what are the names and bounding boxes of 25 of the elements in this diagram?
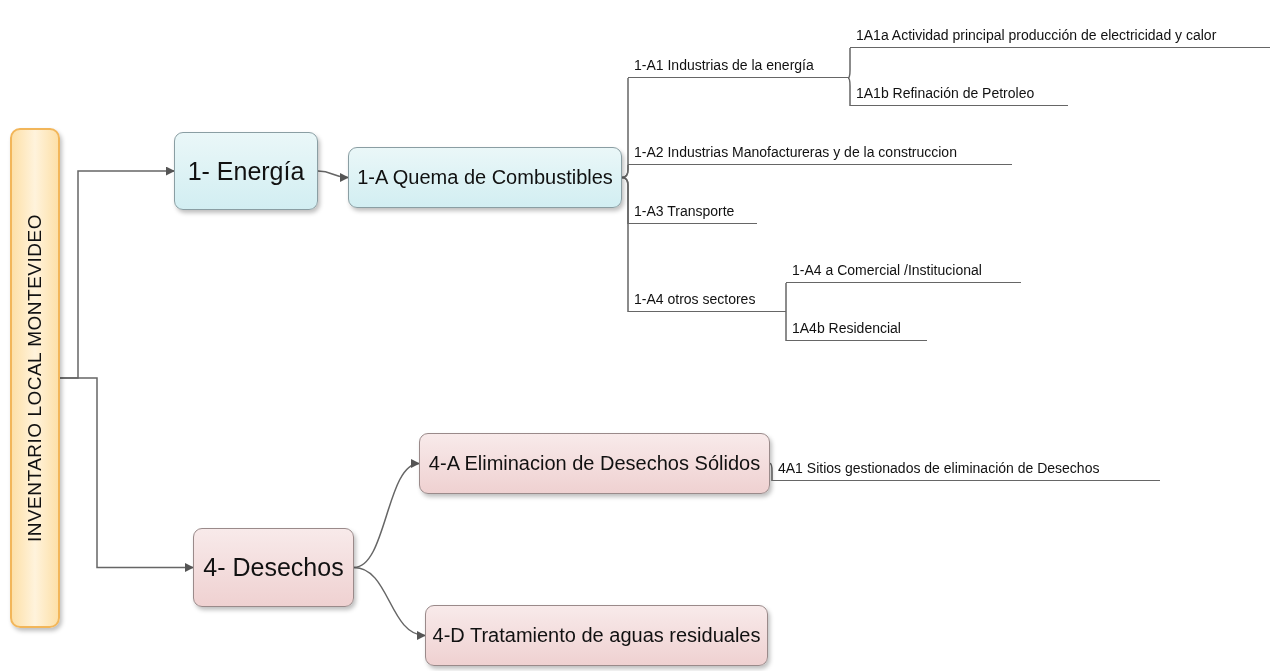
arrow xyxy=(353,566,426,639)
subtopic-label: 1-A4 otros sectores xyxy=(628,284,786,312)
topic-box: 1- Energía xyxy=(174,132,318,210)
connector-line xyxy=(785,311,787,342)
arrow xyxy=(317,170,349,182)
connector-line xyxy=(847,77,851,107)
subtopic-label: 1A1a Actividad principal producción de electricidad y calor xyxy=(850,20,1270,48)
topic-box: 1-A Quema de Combustibles xyxy=(348,147,622,208)
root-box: INVENTARIO LOCAL MONTEVIDEO xyxy=(10,128,60,628)
arrow xyxy=(59,377,194,572)
topic-box: 4-D Tratamiento de aguas residuales xyxy=(425,605,768,666)
topic-box: 4-A Eliminacion de Desechos Sólidos xyxy=(419,433,770,494)
connector-line xyxy=(847,47,851,79)
connector-line xyxy=(785,282,787,313)
connector-line xyxy=(621,164,629,179)
subtopic-label: 1-A3 Transporte xyxy=(628,196,757,224)
connector-line xyxy=(621,176,629,313)
topic-box: 4- Desechos xyxy=(193,528,354,607)
subtopic-label: 1-A4 a Comercial /Institucional xyxy=(786,255,1021,283)
subtopic-label: 4A1 Sitios gestionados de eliminación de Desechos xyxy=(772,453,1160,481)
subtopic-label: 1A4b Residencial xyxy=(786,313,927,341)
subtopic-label: 1-A1 Industrias de la energía xyxy=(628,50,848,78)
subtopic-label: 1-A2 Industrias Manofactureras y de la construccion xyxy=(628,137,1012,165)
connector-line xyxy=(769,462,773,482)
subtopic-label: 1A1b Refinación de Petroleo xyxy=(850,78,1068,106)
